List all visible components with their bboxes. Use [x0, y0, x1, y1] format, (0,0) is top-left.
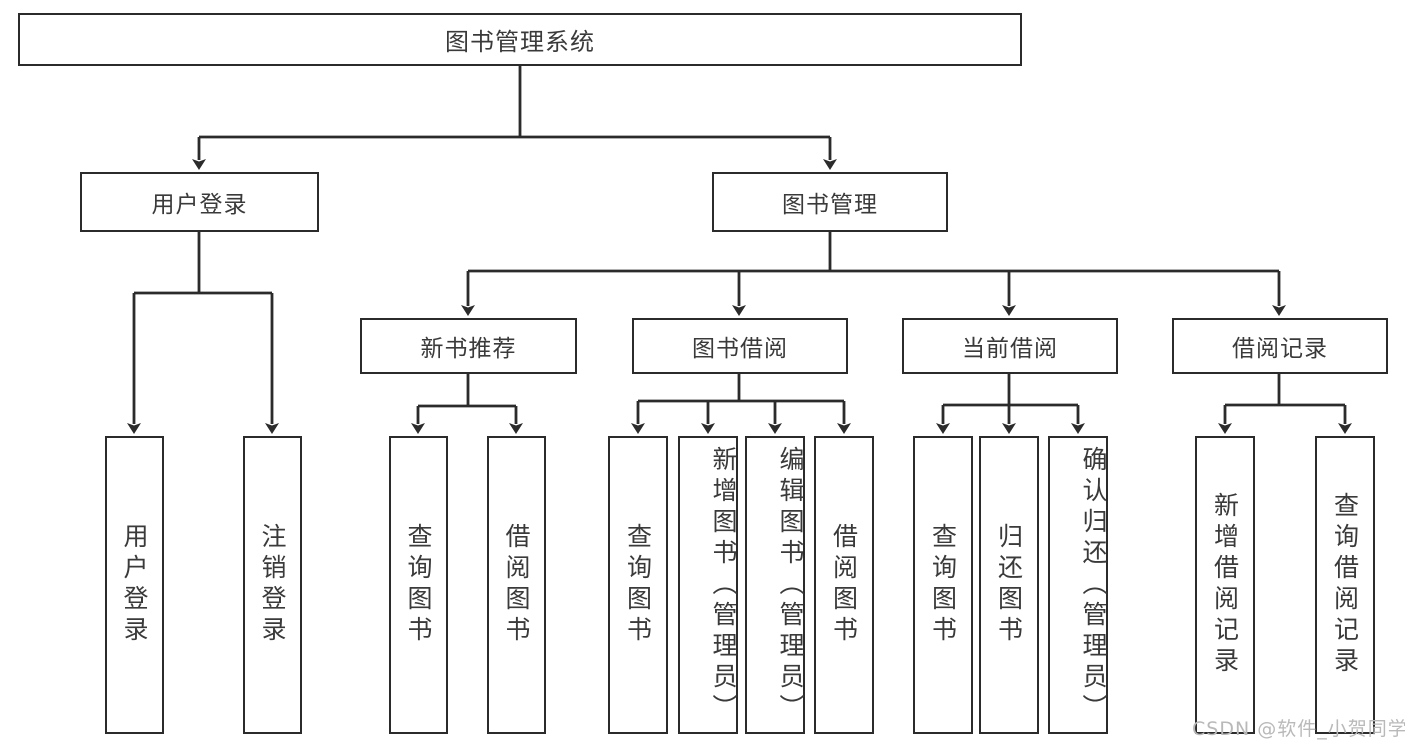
leaf-borrow-borrow-book[interactable]: 借阅图书	[814, 436, 874, 734]
leaf-records-add-record[interactable]: 新增借阅记录	[1195, 436, 1255, 734]
leaf-new-book-query[interactable]: 查询图书	[389, 436, 448, 734]
leaf-new-book-borrow[interactable]: 借阅图书	[487, 436, 546, 734]
leaf-records-query-record[interactable]: 查询借阅记录	[1315, 436, 1375, 734]
leaf-borrow-add-book-admin[interactable]: 新增图书（管理员）	[678, 436, 738, 734]
node-book-management[interactable]: 图书管理	[712, 172, 948, 232]
node-new-book-recommend[interactable]: 新书推荐	[360, 318, 577, 374]
leaf-borrow-edit-book-admin[interactable]: 编辑图书（管理员）	[745, 436, 805, 734]
leaf-current-return-book[interactable]: 归还图书	[979, 436, 1039, 734]
leaf-user-login-signout[interactable]: 注销登录	[243, 436, 302, 734]
leaf-borrow-query-book[interactable]: 查询图书	[608, 436, 668, 734]
node-root-system[interactable]: 图书管理系统	[18, 13, 1022, 66]
node-book-borrow[interactable]: 图书借阅	[632, 318, 848, 374]
leaf-user-login-signin[interactable]: 用户登录	[105, 436, 164, 734]
leaf-current-confirm-return-admin[interactable]: 确认归还（管理员）	[1048, 436, 1108, 734]
node-user-login[interactable]: 用户登录	[80, 172, 319, 232]
leaf-current-query-book[interactable]: 查询图书	[913, 436, 973, 734]
node-current-borrow[interactable]: 当前借阅	[902, 318, 1118, 374]
node-borrow-records[interactable]: 借阅记录	[1172, 318, 1388, 374]
